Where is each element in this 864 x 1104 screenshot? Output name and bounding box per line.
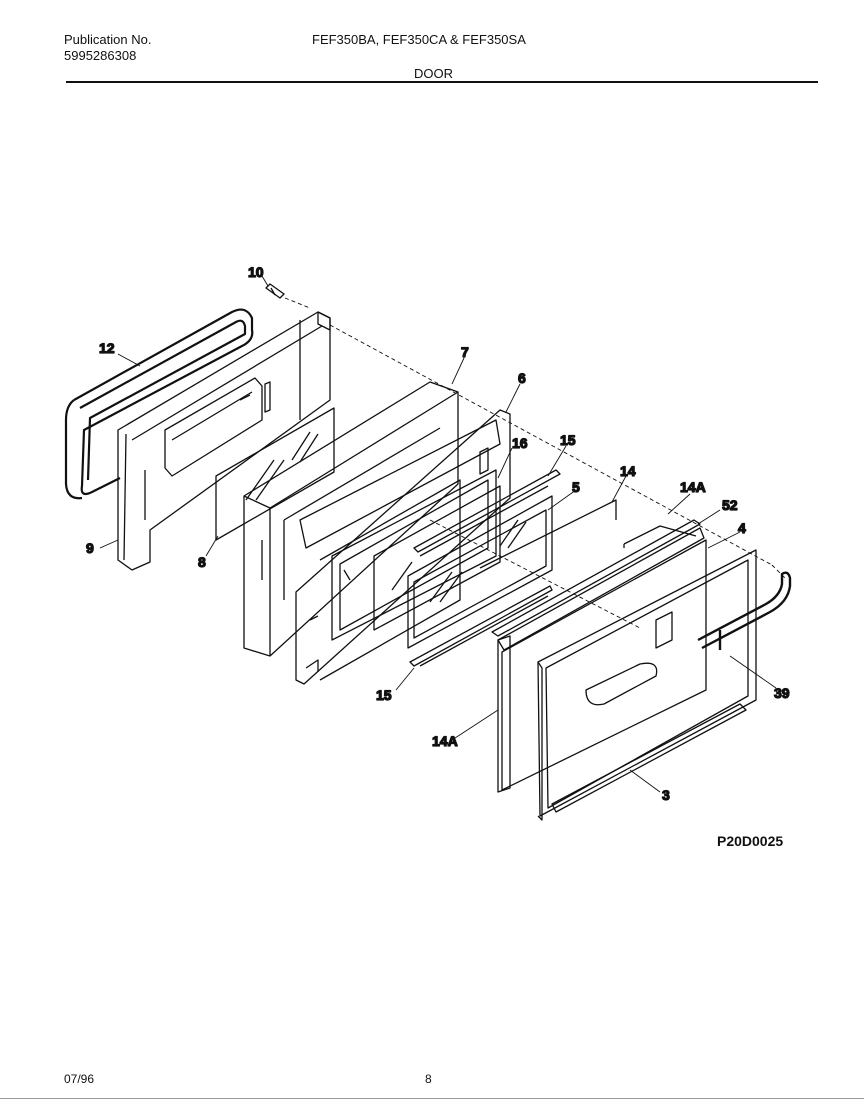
callout-15-top: 15 — [560, 432, 576, 448]
window-frame-part-16 — [331, 469, 497, 641]
header-rule — [66, 81, 818, 83]
callout-15-bottom: 15 — [376, 687, 392, 703]
inner-door-liner-part-9 — [117, 311, 331, 571]
screw-part-10 — [265, 283, 285, 299]
callout-10: 10 — [248, 264, 264, 280]
glass-panel-part-5 — [373, 485, 553, 649]
callout-14a-top: 14A — [680, 479, 706, 495]
publication-number: 5995286308 — [64, 48, 137, 63]
outer-door-panel-part-4 — [501, 539, 707, 791]
footer-rule — [0, 1098, 864, 1099]
section-title: DOOR — [414, 66, 453, 81]
callout-14a-bottom: 14A — [432, 733, 458, 749]
callout-8: 8 — [198, 554, 206, 570]
door-gasket-part-12 — [64, 308, 254, 500]
door-frame-part-6 — [295, 409, 511, 685]
model-numbers: FEF350BA, FEF350CA & FEF350SA — [312, 32, 526, 47]
door-trim-part-52 — [491, 519, 705, 651]
callout-16: 16 — [512, 435, 528, 451]
door-panel-part-7 — [243, 381, 459, 657]
callout-4: 4 — [738, 520, 746, 536]
footer-page-number: 8 — [425, 1072, 432, 1086]
diagram-code: P20D0025 — [717, 833, 784, 849]
callout-12: 12 — [99, 340, 115, 356]
callout-6: 6 — [518, 370, 526, 386]
publication-label: Publication No. — [64, 32, 152, 47]
callout-leader-lines — [99, 275, 777, 793]
callout-39: 39 — [774, 685, 790, 701]
inner-glass-part-8 — [215, 407, 335, 541]
glass-retainer-part-15 — [409, 469, 561, 667]
callout-14: 14 — [620, 463, 636, 479]
callout-52: 52 — [722, 497, 738, 513]
callout-9: 9 — [86, 540, 94, 556]
door-liner-part-14 — [479, 499, 617, 569]
footer-date: 07/96 — [64, 1072, 95, 1086]
callout-5: 5 — [572, 479, 580, 495]
door-handle-part-39 — [697, 571, 792, 650]
callout-7: 7 — [461, 344, 469, 360]
callout-3: 3 — [662, 787, 670, 803]
door-front-frame-part-3 — [537, 549, 757, 821]
